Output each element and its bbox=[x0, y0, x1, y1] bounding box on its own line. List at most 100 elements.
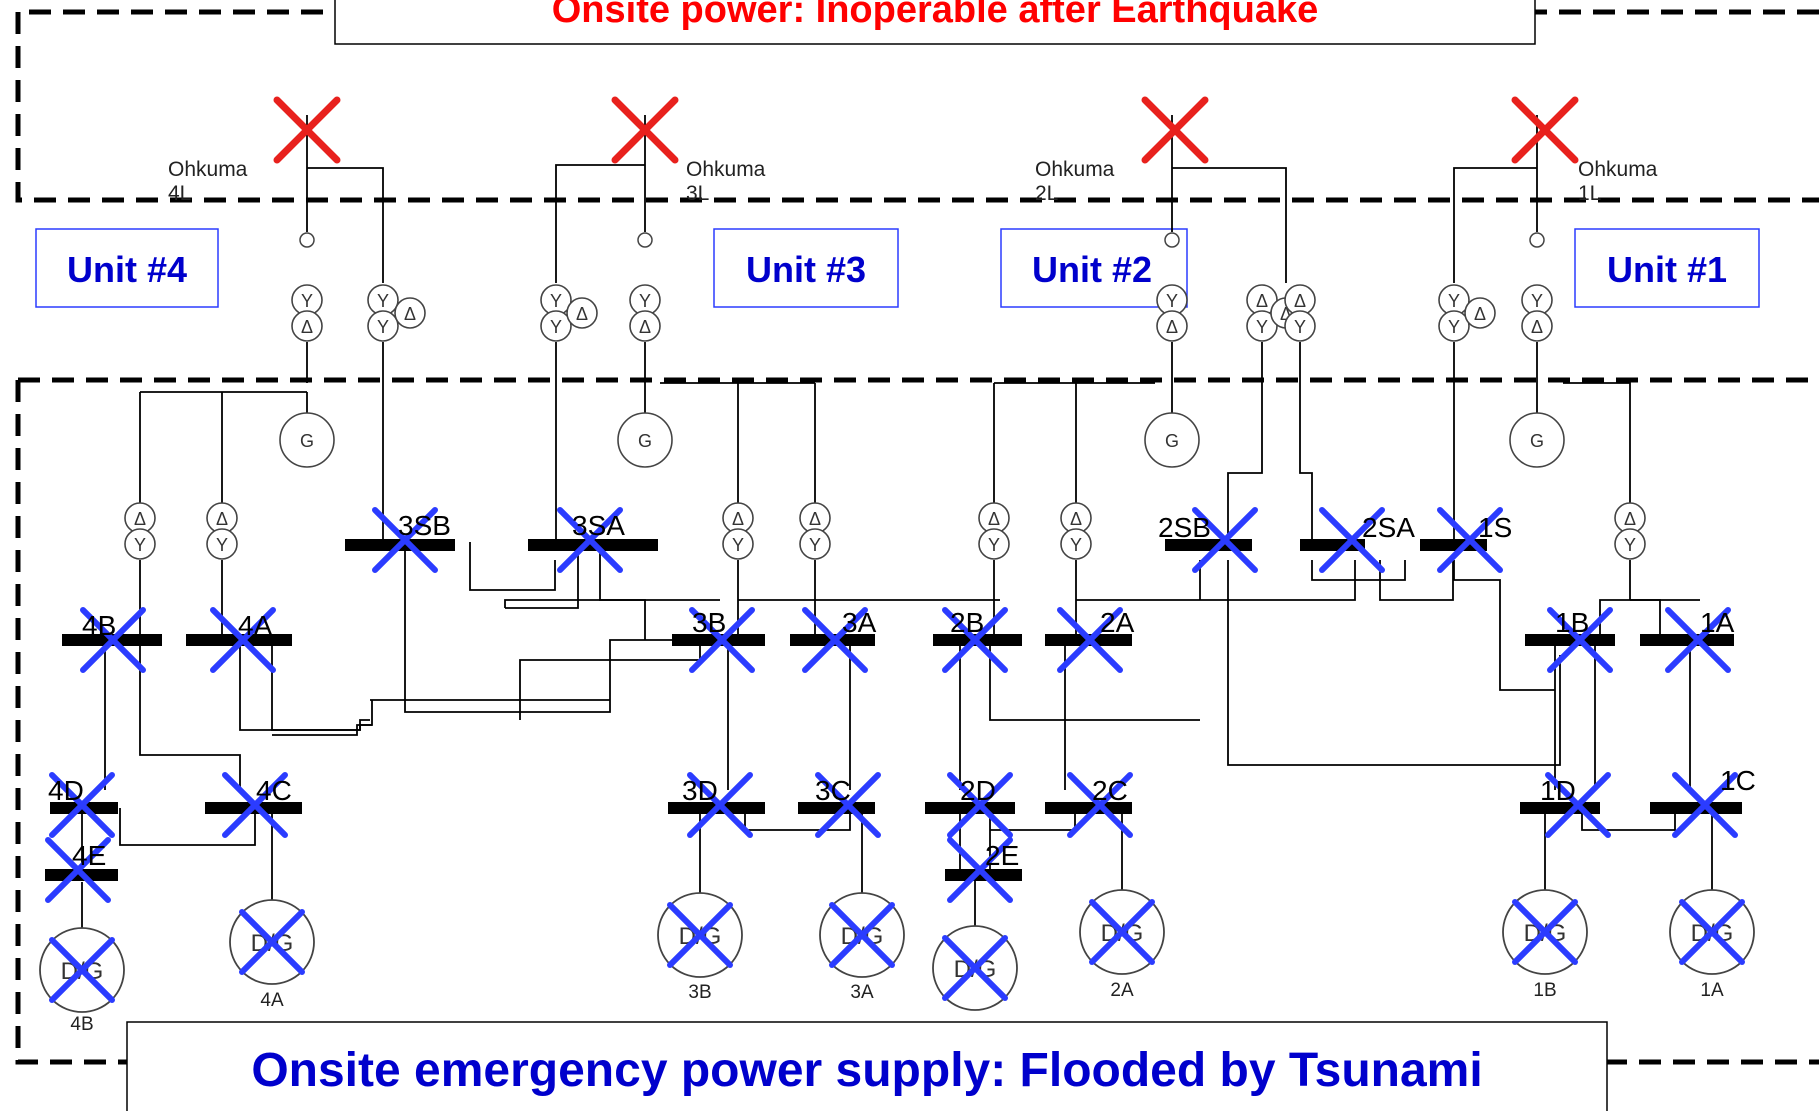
svg-text:Δ: Δ bbox=[1531, 317, 1543, 337]
startup-transformer-3: YYΔ bbox=[540, 284, 598, 342]
bus-failure-1A bbox=[1665, 607, 1731, 673]
bus-label-3SA: 3SA bbox=[572, 510, 625, 541]
svg-text:Y: Y bbox=[550, 291, 562, 311]
header-title: Onsite power: Inoperable after Earthquak… bbox=[552, 0, 1319, 31]
diesel-generator-label-4A: 4A bbox=[260, 990, 284, 1011]
bus-bar-1A bbox=[1640, 634, 1734, 646]
bus-label-2C: 2C bbox=[1092, 775, 1128, 806]
diesel-failure-4A bbox=[239, 909, 305, 975]
svg-text:Y: Y bbox=[377, 317, 389, 337]
diesel-generator-label-3B: 3B bbox=[688, 982, 711, 1003]
svg-text:Y: Y bbox=[1448, 317, 1460, 337]
svg-text:Y: Y bbox=[1624, 535, 1636, 555]
diesel-failure-3A bbox=[829, 902, 895, 968]
offsite-line-failure-1 bbox=[1511, 96, 1579, 164]
main-transformer-1: YΔ bbox=[1521, 284, 1553, 342]
failure-marks bbox=[45, 96, 1745, 1003]
breakers bbox=[299, 232, 1545, 248]
unit-transformer-4a: ΔY bbox=[206, 502, 238, 560]
svg-text:Y: Y bbox=[732, 535, 744, 555]
unit-label-3: Unit #3 bbox=[746, 249, 866, 290]
wiring bbox=[81, 115, 1713, 930]
bus-label-2E: 2E bbox=[985, 840, 1019, 871]
svg-text:Δ: Δ bbox=[134, 509, 146, 529]
bus-label-3A: 3A bbox=[842, 607, 877, 638]
svg-text:Y: Y bbox=[550, 317, 562, 337]
bus-failure-2D bbox=[947, 772, 1013, 838]
unit-transformer-2b: ΔY bbox=[978, 502, 1010, 560]
unit-label-4: Unit #4 bbox=[67, 249, 187, 290]
bus-failure-4E bbox=[45, 837, 111, 903]
bus-failure-3C bbox=[815, 772, 881, 838]
svg-text:Y: Y bbox=[1070, 535, 1082, 555]
bus-label-4A: 4A bbox=[238, 610, 273, 641]
bus-failure-1B bbox=[1547, 607, 1613, 673]
bus-failure-1D bbox=[1545, 772, 1611, 838]
bus-label-4D: 4D bbox=[48, 775, 84, 806]
unit-label-2: Unit #2 bbox=[1032, 249, 1152, 290]
bus-label-4C: 4C bbox=[256, 775, 292, 806]
diesel-generator-label-1B: 1B bbox=[1533, 980, 1556, 1001]
bus-label-1C: 1C bbox=[1720, 765, 1756, 796]
bus-failure-4B bbox=[80, 607, 146, 673]
svg-text:Y: Y bbox=[301, 291, 313, 311]
bus-label-2B: 2B bbox=[950, 607, 984, 638]
bus-label-2SB: 2SB bbox=[1158, 512, 1211, 543]
svg-text:Δ: Δ bbox=[1624, 509, 1636, 529]
diesel-failure-2A bbox=[1089, 899, 1155, 965]
bus-failure-1S bbox=[1437, 507, 1503, 573]
footer-caption-box bbox=[126, 1021, 1608, 1116]
unit-labels: Unit #4 Unit #3 Unit #2 Unit #1 bbox=[35, 228, 1760, 308]
bus-label-3D: 3D bbox=[682, 775, 718, 806]
bus-failure-4A bbox=[210, 607, 276, 673]
startup-transformer-1: YYΔ bbox=[1438, 284, 1496, 342]
bus-failure-3D bbox=[687, 772, 753, 838]
bus-bar-2C bbox=[1045, 802, 1132, 814]
footer-caption: Onsite emergency power supply: Flooded b… bbox=[251, 1044, 1482, 1097]
startup-transformer-2b: ΔY bbox=[1284, 284, 1316, 342]
svg-text:Y: Y bbox=[377, 291, 389, 311]
svg-text:Y: Y bbox=[988, 535, 1000, 555]
bus-failure-2B bbox=[942, 607, 1008, 673]
header-title-box bbox=[334, 0, 1536, 45]
unit-transformer-2a: ΔY bbox=[1060, 502, 1092, 560]
svg-text:G: G bbox=[300, 431, 314, 451]
svg-text:Δ: Δ bbox=[216, 509, 228, 529]
bus-bar-2D bbox=[925, 802, 1015, 814]
bus-failure-3A bbox=[802, 607, 868, 673]
bus-label-2D: 2D bbox=[960, 775, 996, 806]
bus-bar-1C bbox=[1650, 802, 1742, 814]
breaker-3 bbox=[637, 232, 653, 248]
bus-label-3SB: 3SB bbox=[398, 510, 451, 541]
svg-text:Δ: Δ bbox=[988, 509, 1000, 529]
svg-text:Y: Y bbox=[1294, 317, 1306, 337]
diesel-generator-label-3A: 3A bbox=[850, 982, 874, 1003]
svg-text:Δ: Δ bbox=[1474, 304, 1486, 324]
svg-text:Δ: Δ bbox=[1294, 291, 1306, 311]
diesel-generator-label-2A: 2A bbox=[1110, 980, 1134, 1001]
diesel-generator-label-1A: 1A bbox=[1700, 980, 1724, 1001]
onsite-region-border bbox=[15, 377, 1819, 1065]
svg-text:Δ: Δ bbox=[576, 304, 588, 324]
svg-text:G: G bbox=[1530, 431, 1544, 451]
offsite-line-failure-3 bbox=[611, 96, 679, 164]
main-transformer-3: YΔ bbox=[629, 284, 661, 342]
unit-transformer-3b: ΔY bbox=[722, 502, 754, 560]
bus-failure-3B bbox=[689, 607, 755, 673]
bus-failure-4D bbox=[49, 772, 115, 838]
diesel-failure-3B bbox=[667, 902, 733, 968]
svg-text:Δ: Δ bbox=[732, 509, 744, 529]
svg-text:Y: Y bbox=[134, 535, 146, 555]
svg-text:Y: Y bbox=[639, 291, 651, 311]
bus-label-3B: 3B bbox=[692, 607, 726, 638]
svg-text:Y: Y bbox=[216, 535, 228, 555]
svg-text:Δ: Δ bbox=[809, 509, 821, 529]
svg-text:G: G bbox=[638, 431, 652, 451]
main-transformer-2: YΔ bbox=[1156, 284, 1188, 342]
bus-failure-3SA bbox=[557, 507, 623, 573]
